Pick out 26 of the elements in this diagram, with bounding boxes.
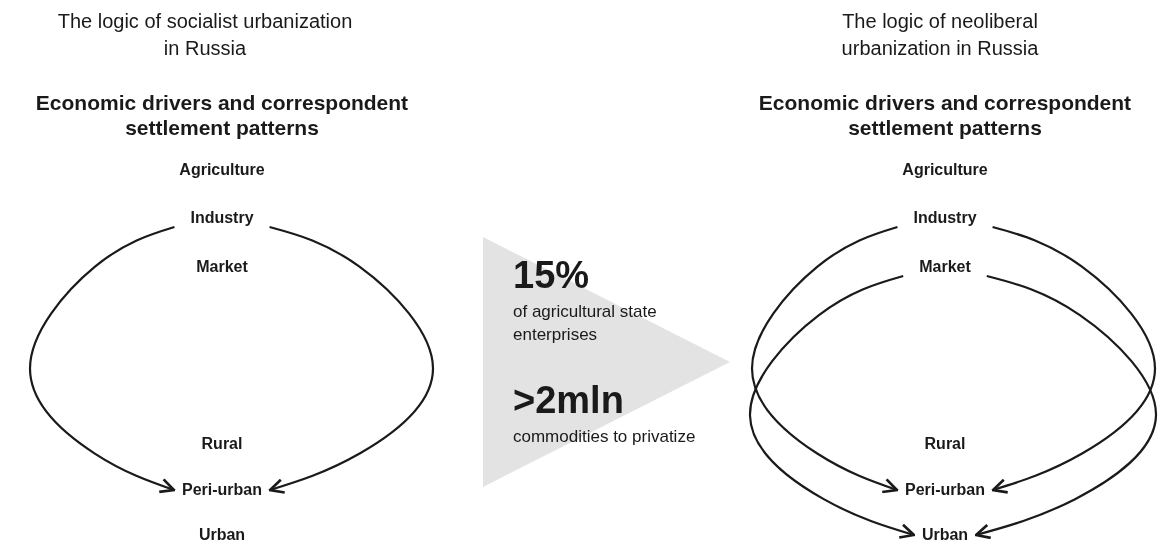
statistic-description: commodities to privatize bbox=[513, 426, 697, 448]
statistic-value: >2mln bbox=[513, 380, 624, 420]
category-label: Rural bbox=[924, 435, 966, 453]
category-label: Peri-urban bbox=[182, 481, 262, 499]
curved-arrow bbox=[748, 274, 916, 539]
category-label: Industry bbox=[913, 209, 977, 227]
panel-title: The logic of socialist urbanization in Russia bbox=[56, 9, 354, 61]
panel-heading: Economic drivers and correspondent settlement patterns bbox=[34, 90, 410, 140]
category-label: Market bbox=[919, 258, 971, 276]
category-label: Market bbox=[196, 258, 248, 276]
curved-arrow bbox=[750, 225, 899, 494]
category-label: Agriculture bbox=[179, 161, 265, 179]
curved-arrow bbox=[991, 225, 1157, 494]
curved-arrow bbox=[974, 274, 1158, 540]
category-label: Rural bbox=[201, 435, 243, 453]
panel-heading: Economic drivers and correspondent settlement patterns bbox=[757, 90, 1133, 140]
curved-arrow bbox=[268, 225, 435, 494]
statistic-description: of agricultural state enterprises bbox=[513, 301, 658, 346]
category-label: Urban bbox=[921, 526, 969, 544]
category-label: Agriculture bbox=[902, 161, 988, 179]
statistic-value: 15% bbox=[513, 255, 590, 295]
category-label: Peri-urban bbox=[905, 481, 985, 499]
category-label: Industry bbox=[190, 209, 254, 227]
category-label: Urban bbox=[198, 526, 246, 544]
panel-title: The logic of neoliberal urbanization in Russia bbox=[840, 9, 1040, 61]
curved-arrow bbox=[28, 225, 176, 494]
